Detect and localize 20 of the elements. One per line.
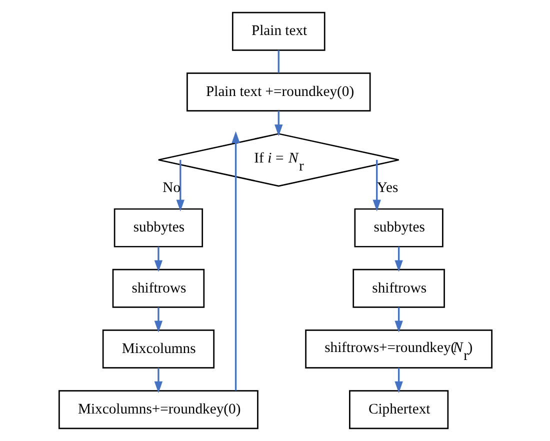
node-box: shiftrows — [112, 268, 204, 308]
arrow — [394, 368, 402, 394]
node-box: subbytes — [113, 208, 203, 248]
arrow — [154, 307, 162, 333]
arrow — [394, 246, 402, 272]
connector — [277, 50, 279, 73]
node-box: shiftrows — [352, 268, 444, 308]
node-box: Mixcolumns — [102, 330, 214, 369]
node-box: Mixcolumns+=roundkey(0) — [58, 390, 258, 430]
node-box: Plain text — [231, 12, 325, 51]
arrow — [154, 368, 162, 394]
node-box: Ciphertext — [348, 390, 448, 430]
arrow — [394, 307, 402, 333]
arrow — [154, 246, 162, 272]
arrow — [231, 131, 240, 391]
arrow — [176, 160, 184, 212]
arrow — [274, 110, 282, 136]
node-box: subbytes — [354, 208, 443, 248]
node-box: Plain text +=roundkey(0) — [186, 72, 370, 112]
arrow — [372, 160, 380, 212]
